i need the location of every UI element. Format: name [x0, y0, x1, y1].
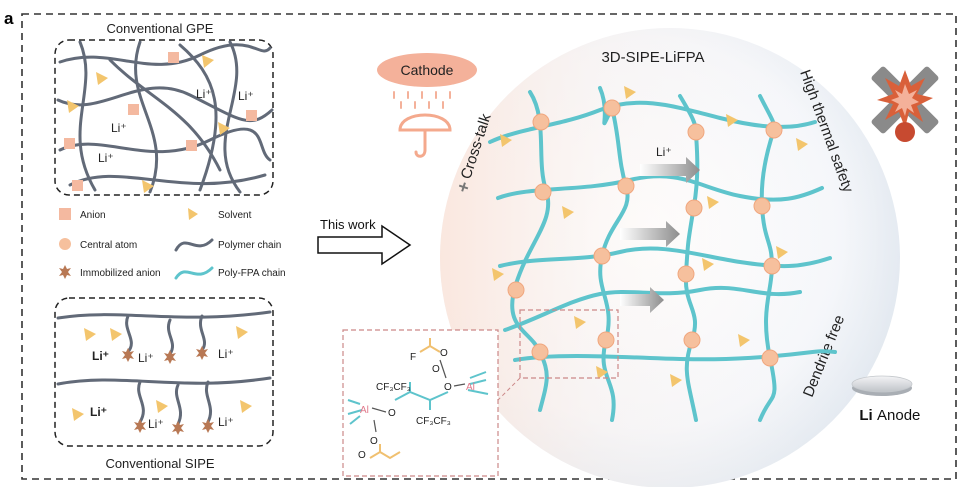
- chem-cf-top: CF₃CF₃: [376, 382, 411, 393]
- zoom-connector-line: [497, 377, 521, 401]
- chem-o-label: O: [370, 436, 378, 447]
- cathode-group: Cathode: [377, 53, 477, 158]
- chem-o-label: O: [440, 348, 448, 359]
- sipe-li-label: Li⁺: [138, 351, 154, 365]
- chemical-structure-inset: F O O O O O O Al Al CF₃CF₃ CF₃CF₃: [342, 329, 499, 477]
- chem-bonds-o: [371, 359, 466, 433]
- li-flow-arrow-icon: [620, 221, 680, 247]
- legend: Anion Solvent Central atom Polymer chain…: [59, 208, 286, 280]
- sipe-lifpa-circle: 3D-SIPE-LiFPA Cross-talk + High thermal …: [440, 28, 900, 488]
- chem-al-label: Al: [466, 382, 475, 393]
- li-flow-label: Li⁺: [656, 145, 672, 159]
- anode-rest-label: Anode: [877, 407, 920, 424]
- chem-bonds-ester: [369, 338, 441, 460]
- sipe-title: Conventional SIPE: [105, 456, 214, 471]
- legend-immobilized-anion-label: Immobilized anion: [80, 268, 161, 279]
- sipe-li-label: Li⁺: [148, 417, 164, 431]
- legend-polymer-chain-swatch: [174, 238, 214, 252]
- anode-disk-icon: [851, 375, 913, 393]
- gpe-li-label: Li⁺: [196, 87, 212, 101]
- sipe-li-label: Li⁺: [218, 415, 234, 429]
- chem-inset-box: [342, 329, 499, 477]
- chem-cf-bottom: CF₃CF₃: [416, 416, 451, 427]
- gpe-anions: [64, 52, 257, 191]
- sipe-li-label: Li⁺: [92, 349, 109, 363]
- outer-dashed-frame: [21, 13, 957, 480]
- sipe-li-label: Li⁺: [90, 405, 107, 419]
- li-flow-arrow-icon: [620, 287, 664, 313]
- cathode-pill: [377, 53, 477, 87]
- sipe-solvents: [72, 326, 252, 421]
- central-atoms: [507, 99, 783, 367]
- sipe-immobilized-anions: [122, 346, 214, 435]
- legend-anion-swatch: [59, 208, 71, 220]
- legend-poly-fpa-label: Poly-FPA chain: [218, 268, 286, 279]
- gpe-li-label: Li⁺: [111, 121, 127, 135]
- no-explosion-icon: [871, 66, 939, 142]
- legend-central-atom-label: Central atom: [80, 240, 137, 251]
- chem-o-label: O: [388, 408, 396, 419]
- gpe-panel: Conventional GPE Li⁺: [54, 21, 274, 196]
- cathode-label: Cathode: [401, 62, 454, 78]
- zoom-region-box: [519, 309, 619, 379]
- gpe-title: Conventional GPE: [107, 21, 214, 36]
- gpe-li-label: Li⁺: [98, 151, 114, 165]
- chem-al-label: Al: [360, 405, 369, 416]
- circle-title: 3D-SIPE-LiFPA: [601, 49, 704, 66]
- chem-o-label: O: [358, 450, 366, 461]
- legend-immobilized-anion-swatch: [59, 265, 71, 279]
- sipe-box: [54, 297, 274, 447]
- circle-left-tint: [440, 28, 900, 488]
- panel-letter: a: [4, 9, 14, 28]
- legend-poly-fpa-swatch: [174, 266, 214, 280]
- legend-central-atom-swatch: [59, 238, 71, 250]
- chem-o-label: O: [432, 364, 440, 375]
- legend-solvent-swatch: [188, 208, 198, 220]
- legend-solvent-label: Solvent: [218, 210, 252, 221]
- gpe-box: [54, 39, 274, 196]
- chem-bonds-backbone: [347, 371, 489, 425]
- umbrella-icon: [398, 113, 452, 158]
- right-arrow-icon: [317, 224, 412, 266]
- sipe-panel: Li⁺ Li⁺ Li⁺ Li⁺ Li⁺ Li⁺ Conventional SIP…: [54, 297, 274, 471]
- rain-drops-icon: [393, 91, 451, 109]
- anode-li-label: Li: [859, 407, 872, 424]
- li-flow-arrow-icon: [640, 157, 700, 183]
- gpe-solvents: [67, 55, 230, 193]
- chem-o-label: O: [444, 382, 452, 393]
- gpe-li-label: Li⁺: [238, 89, 254, 103]
- chem-f-label: F: [410, 352, 416, 363]
- li-anode-group: Li Anode: [851, 375, 920, 424]
- network-solvents: [492, 86, 808, 387]
- this-work-label: This work: [320, 217, 376, 232]
- legend-polymer-chain-label: Polymer chain: [218, 240, 281, 251]
- sipe-li-label: Li⁺: [218, 347, 234, 361]
- sipe-polymer-chains: [56, 310, 272, 426]
- this-work-arrow: This work: [317, 217, 412, 266]
- legend-anion-label: Anion: [80, 210, 106, 221]
